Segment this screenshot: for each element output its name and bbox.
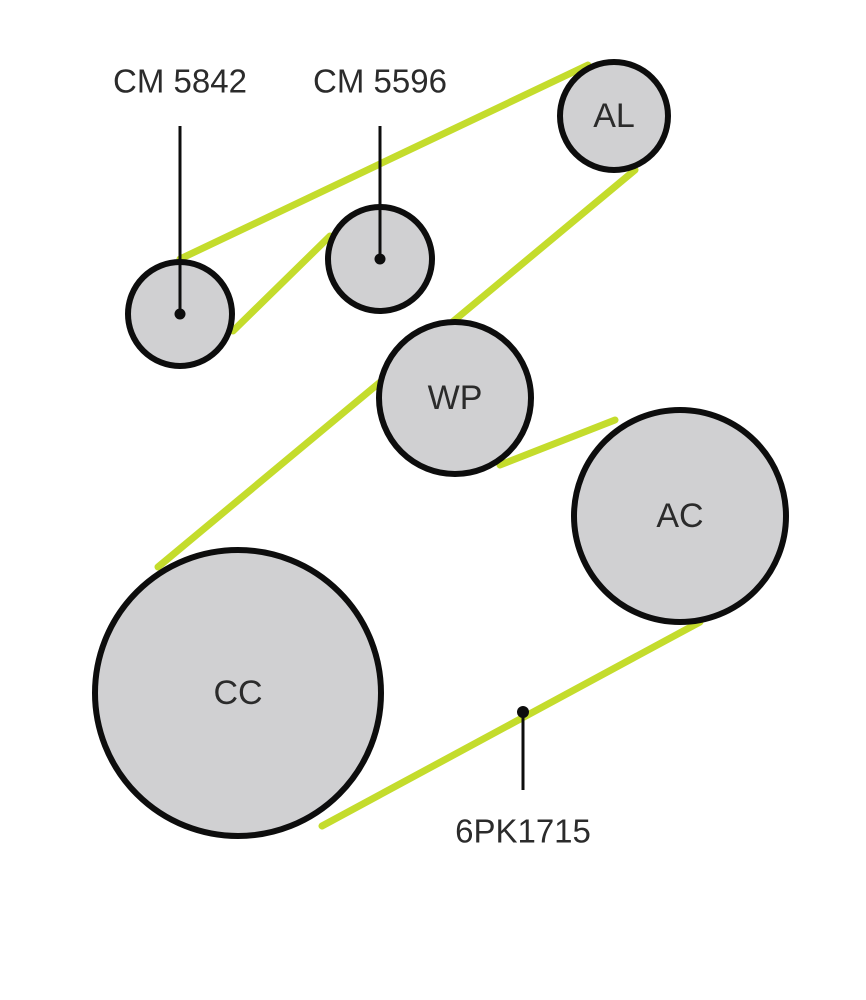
callout-label-idler-left: CM 5842 xyxy=(113,63,247,100)
pulley-wp-circle xyxy=(376,319,534,477)
pulley-al-circle xyxy=(557,59,671,173)
belt-segment-idler-left-to-idler-right xyxy=(229,232,334,335)
pulley-ac: AC xyxy=(571,407,789,625)
callout-label-belt: 6PK1715 xyxy=(455,813,591,850)
pulley-cc-circle xyxy=(92,547,384,839)
pulley-wp: WP xyxy=(376,319,534,477)
pulley-cc: CC xyxy=(92,547,384,839)
pulley-wp-label: WP xyxy=(428,379,483,417)
pulley-al: AL xyxy=(557,59,671,173)
callouts: CM 5842 CM 5596 6PK1715 xyxy=(113,63,591,850)
pulley-ac-label: AC xyxy=(656,497,703,535)
belt-segment-cc-to-ac xyxy=(318,618,704,830)
belt-callout-dot xyxy=(517,706,529,718)
callout-label-idler-right: CM 5596 xyxy=(313,63,447,100)
belt-segment-idler-left-to-al xyxy=(176,61,592,263)
pulley-cc-label: CC xyxy=(213,674,262,712)
pulley-al-label: AL xyxy=(593,97,635,135)
pulley-ac-circle xyxy=(571,407,789,625)
belt-segment-wp-to-ac xyxy=(496,416,619,469)
